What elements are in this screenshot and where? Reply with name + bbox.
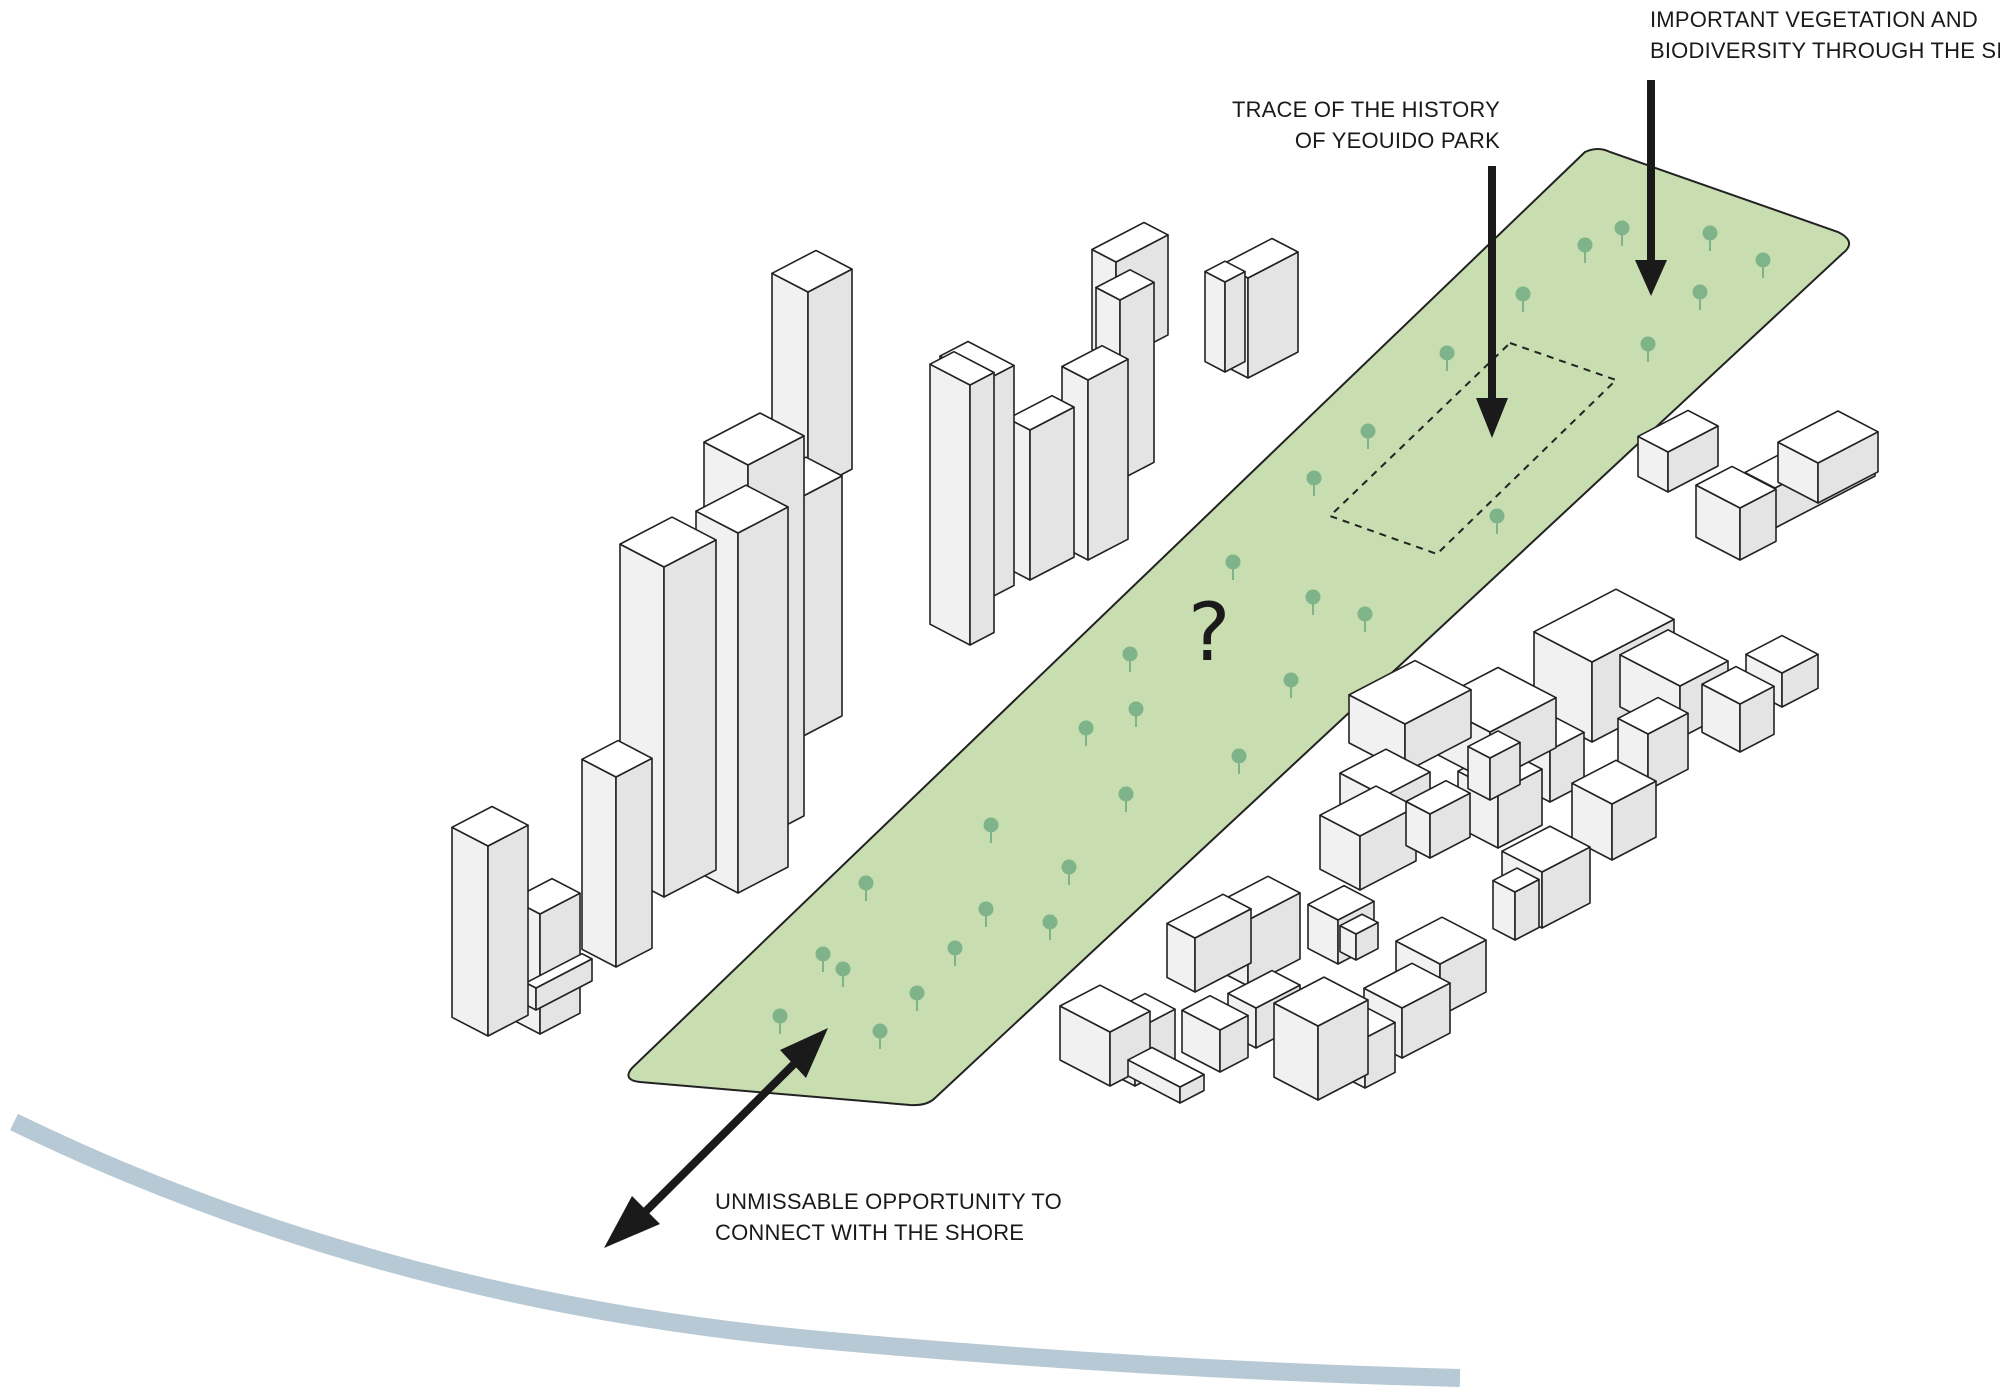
building [1127,1046,1205,1104]
building [1273,976,1369,1101]
tree-icon [1306,470,1322,496]
building [1319,785,1417,891]
tree-icon [1225,554,1241,580]
building [1166,893,1252,993]
building [1467,730,1521,801]
arrow-shore-double [604,1028,828,1248]
tree-icon [1305,589,1321,615]
label-history-line-1: TRACE OF THE HISTORY [1231,97,1500,122]
shoreline [10,1113,1461,1387]
building [1339,913,1379,961]
tree-icon [1231,748,1247,774]
tree-icon [858,875,874,901]
buildings-group [451,221,1879,1104]
arrow-vegetation [1635,80,1667,296]
tree-icon [1122,646,1138,672]
building [1181,994,1249,1073]
tree-icon [1577,237,1593,263]
tree-icon [909,985,925,1011]
building [1637,409,1719,493]
tower [929,350,995,646]
tree-icon [1128,701,1144,727]
tree-icon [1360,423,1376,449]
tree-icon [772,1008,788,1034]
tree-icon [1061,859,1077,885]
tree-icon [1078,720,1094,746]
tree-icon [1614,220,1630,246]
label-shore-line-1: UNMISSABLE OPPORTUNITY TO [715,1189,1062,1214]
tree-icon [983,817,999,843]
building [1777,410,1879,504]
building [1695,465,1777,561]
trees-group [772,220,1771,1049]
building [1204,260,1246,373]
tower [1007,394,1075,581]
arrow-history [1476,166,1508,438]
park-strip [627,148,1850,1107]
tree-icon [1439,345,1455,371]
tree-icon [1357,606,1373,632]
label-vegetation-biodiversity: IMPORTANT VEGETATION AND BIODIVERSITY TH… [1650,4,2000,66]
tree-icon [947,940,963,966]
tree-icon [872,1023,888,1049]
building [1701,665,1775,753]
tree-icon [1489,508,1505,534]
building [1617,696,1689,791]
question-mark: ? [1188,586,1231,679]
label-history-line-2: OF YEOUIDO PARK [1294,128,1500,153]
tree-icon [1692,284,1708,310]
tree-icon [1702,225,1718,251]
tree-icon [978,901,994,927]
label-shore-connection: UNMISSABLE OPPORTUNITY TO CONNECT WITH T… [715,1186,1062,1248]
tree-icon [1515,286,1531,312]
building [1405,779,1471,859]
tree-icon [835,961,851,987]
tower [581,739,653,968]
label-vegetation-line-2: BIODIVERSITY THROUGH THE SITE [1650,38,2000,63]
tree-icon [1640,336,1656,362]
building [1059,984,1151,1087]
tower [451,805,529,1037]
tree-icon [1283,672,1299,698]
tree-icon [1042,914,1058,940]
label-vegetation-line-1: IMPORTANT VEGETATION AND [1650,7,1978,32]
label-shore-line-2: CONNECT WITH THE SHORE [715,1220,1025,1245]
tree-icon [815,946,831,972]
tree-icon [1755,252,1771,278]
label-history-trace: TRACE OF THE HISTORY OF YEOUIDO PARK [1232,94,1500,156]
tree-icon [1118,786,1134,812]
building [1492,867,1540,941]
